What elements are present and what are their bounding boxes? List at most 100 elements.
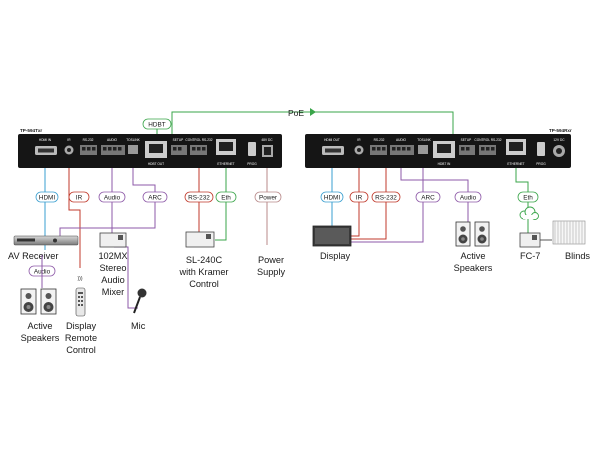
rx-rs232-label: RS-232 — [374, 138, 385, 142]
right-pills: HDMI IR RS-232 ARC Audio Eth — [320, 191, 539, 203]
pill-ir-left-label: IR — [76, 194, 83, 201]
pill-arc-right-label: ARC — [421, 194, 435, 201]
pill-rs232-right-label: RS-232 — [375, 194, 397, 201]
tx-toslink-label: TOSLINK — [126, 138, 140, 142]
rx-prog-port — [537, 142, 545, 156]
rx-setup-label: SETUP — [461, 138, 472, 142]
rx-toslink-port — [418, 145, 428, 154]
speakers-left: Active Speakers — [20, 288, 60, 343]
sl240c-line3: Control — [189, 279, 219, 289]
tx-control-label: CONTROL RS-232 — [185, 138, 212, 142]
sl240c-line2: with Kramer — [178, 267, 228, 277]
cloud-icon — [519, 206, 539, 220]
active-speakers-right-line2: Speakers — [454, 263, 493, 273]
av-receiver-label: AV Receiver — [8, 251, 58, 261]
remote-control-icon — [75, 287, 86, 317]
pill-audio-right — [454, 191, 482, 203]
pill-eth-right — [517, 191, 539, 203]
hdbt-pill — [142, 118, 172, 130]
tx-ir-label: IR — [67, 138, 71, 142]
active-speakers-right-line1: Active — [460, 251, 485, 261]
receiver-unit: TP-594Rxr HDMI OUT IR RS-232 AUDIO TOSLI… — [305, 128, 572, 168]
blinds-device: Blinds — [552, 220, 590, 261]
rx-audio-label: AUDIO — [396, 138, 407, 142]
sl240c-line1: SL-240C — [186, 255, 223, 265]
pill-audio-left — [98, 191, 126, 203]
pill-audio-left-label: Audio — [104, 194, 121, 201]
transmitter-unit: TP-594Txr HDMI IN IR RS-232 AUDIO TOSLIN… — [18, 128, 282, 168]
rx-hdbt-in-label: HDBT IN — [438, 162, 451, 166]
left-cables — [44, 168, 268, 309]
pill-power-left — [254, 191, 282, 203]
power-supply-line2: Supply — [257, 267, 285, 277]
tx-prog-port — [248, 142, 256, 156]
speaker-icon — [40, 288, 57, 315]
rx-ir-label: IR — [357, 138, 361, 142]
microphone: Mic — [131, 288, 147, 331]
rx-prog-label: PROG — [536, 162, 546, 166]
pill-eth-left — [215, 191, 237, 203]
speaker-icon — [20, 288, 37, 315]
poe-arrow-icon — [310, 108, 316, 116]
mixer-line2: Stereo — [99, 263, 126, 273]
power-supply-line1: Power — [258, 255, 284, 265]
mixer-line3: Audio — [101, 275, 125, 285]
blinds-icon — [552, 220, 586, 245]
tx-ethernet-label: ETHERNET — [217, 162, 234, 166]
tx-setup-label: SETUP — [173, 138, 184, 142]
audio-mixer: 102MX Stereo Audio Mixer — [98, 232, 128, 297]
active-speakers-left-line1: Active — [27, 321, 52, 331]
pill-arc-left — [142, 191, 168, 203]
pill-eth-left-label: Eth — [221, 194, 231, 201]
tx-hdbt-out-label: HDBT OUT — [148, 162, 164, 166]
sl240c-controller: SL-240C with Kramer Control — [178, 231, 229, 289]
tx-model-label: TP-594Txr — [20, 128, 42, 133]
display-device: Display — [312, 225, 352, 261]
mixer-line1: 102MX — [98, 251, 127, 261]
power-supply: Power Supply — [257, 255, 285, 277]
hdbt-label: HDBT — [148, 121, 165, 128]
mic-label: Mic — [131, 321, 146, 331]
display-remote-line3: Control — [66, 345, 96, 355]
pill-arc-right — [415, 191, 441, 203]
display-label: Display — [320, 251, 351, 261]
tx-hdmi-in-label: HDMI IN — [39, 138, 52, 142]
pill-power-left-label: Power — [259, 194, 278, 201]
pill-ir-right — [349, 191, 369, 203]
display-remote: ))) Display Remote Control — [65, 276, 97, 355]
tx-toslink-port — [128, 145, 138, 154]
fc7-device: FC-7 — [519, 206, 540, 261]
pill-hdmi-right — [320, 191, 344, 203]
pill-rs232-left-label: RS-232 — [188, 194, 210, 201]
rx-model-label: TP-594Rxr — [549, 128, 572, 133]
rx-power-label: 12V DC — [553, 138, 565, 142]
rx-control-label: CONTROL RS-232 — [474, 138, 501, 142]
pill-hdmi-left-label: HDMI — [39, 194, 56, 201]
mixer-line4: Mixer — [102, 287, 124, 297]
speaker-icon — [474, 221, 490, 247]
pill-hdmi-right-label: HDMI — [324, 194, 341, 201]
ir-wave-icon: ))) — [78, 276, 83, 282]
rx-hdmi-out-label: HDMI OUT — [324, 138, 340, 142]
tx-rs232-label: RS-232 — [83, 138, 94, 142]
microphone-icon — [133, 288, 147, 314]
poe-label: PoE — [288, 108, 304, 118]
pill-eth-right-label: Eth — [523, 194, 533, 201]
right-cables — [331, 168, 552, 243]
rx-ethernet-label: ETHERNET — [507, 162, 524, 166]
tx-audio-label: AUDIO — [107, 138, 118, 142]
blinds-label: Blinds — [565, 251, 590, 261]
pill-audio-right-label: Audio — [460, 194, 477, 201]
tx-prog-label: PROG — [247, 162, 257, 166]
left-pills: HDMI IR Audio ARC RS-232 Eth Power Audio — [28, 191, 282, 277]
pill-rs232-left — [184, 191, 214, 203]
display-remote-line2: Remote — [65, 333, 97, 343]
pill-arc-left-label: ARC — [148, 194, 162, 201]
pill-ir-left — [68, 191, 90, 203]
fc7-label: FC-7 — [520, 251, 540, 261]
pill-rs232-right — [371, 191, 401, 203]
av-receiver: AV Receiver — [8, 235, 79, 261]
rx-toslink-label: TOSLINK — [417, 138, 431, 142]
tx-power-label: 48V DC — [261, 138, 273, 142]
